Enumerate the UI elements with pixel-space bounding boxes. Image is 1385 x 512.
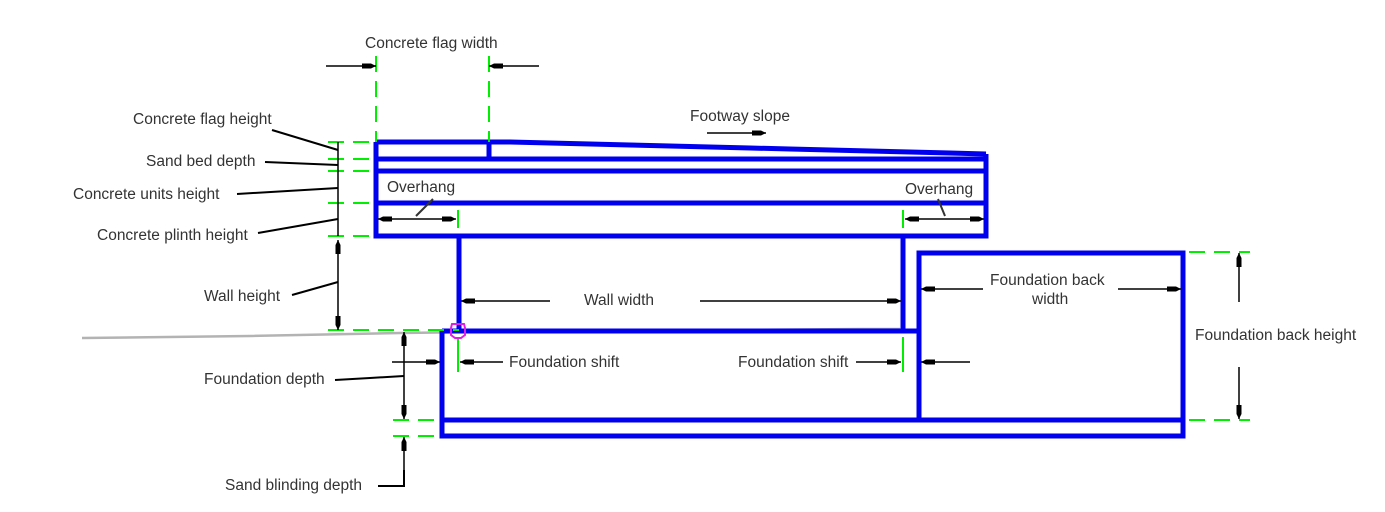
- structure: [373, 139, 1186, 439]
- label-overhang-left: Overhang: [387, 179, 455, 196]
- label-sand-blinding-depth: Sand blinding depth: [225, 477, 362, 494]
- label-sand-bed-depth: Sand bed depth: [146, 153, 255, 170]
- label-foundation-shift-right: Foundation shift: [738, 354, 849, 371]
- label-concrete-flag-width: Concrete flag width: [365, 35, 498, 52]
- label-wall-width: Wall width: [584, 292, 654, 309]
- flag-top-slope: [376, 139, 987, 157]
- label-foundation-back-width-1: Foundation back: [990, 272, 1105, 289]
- extension-lines: [328, 56, 1250, 437]
- label-concrete-flag-height: Concrete flag height: [133, 111, 272, 128]
- upper-block-outline: [373, 142, 989, 239]
- label-overhang-right: Overhang: [905, 181, 973, 198]
- label-concrete-plinth-height: Concrete plinth height: [97, 227, 248, 244]
- label-footway-slope: Footway slope: [690, 108, 790, 125]
- label-foundation-back-height: Foundation back height: [1195, 327, 1357, 344]
- label-foundation-depth: Foundation depth: [204, 371, 325, 388]
- label-foundation-back-width-2: width: [1031, 291, 1068, 308]
- dimension-lines: [236, 63, 1242, 487]
- label-foundation-shift-left: Foundation shift: [509, 354, 620, 371]
- label-wall-height: Wall height: [204, 288, 281, 305]
- label-concrete-units-height: Concrete units height: [73, 186, 220, 203]
- snap-point-marker-icon: [450, 323, 466, 339]
